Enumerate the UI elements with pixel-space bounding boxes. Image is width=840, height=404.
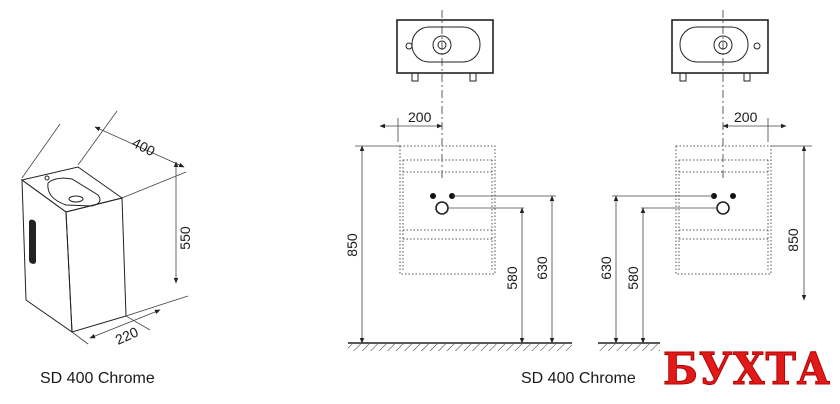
mid-total-height-label: 850: [344, 233, 360, 257]
basin-drain: [68, 195, 84, 203]
door-handle: [29, 219, 36, 264]
basin-plan-a: [396, 19, 494, 74]
iso-width-label: 400: [130, 134, 158, 159]
mid-drain-height-label: 580: [504, 266, 520, 290]
right-offset-label: 200: [734, 109, 758, 125]
front-view-b: 200 850 630 580: [598, 10, 812, 351]
cabinet-outline-a: [399, 145, 496, 275]
cabinet-side: [65, 197, 127, 333]
front-view-a: 200 850 580 630: [344, 10, 572, 351]
right-drain-height-label: 580: [625, 266, 641, 290]
right-total-height-label: 850: [785, 228, 801, 252]
caption-left: SD 400 Chrome: [40, 370, 155, 387]
iso-height-label: 550: [177, 226, 193, 250]
isometric-view: 400 550 220 SD 400 Chrome: [20, 110, 193, 387]
caption-right: SD 400 Chrome: [521, 370, 636, 387]
basin-plan-b: [671, 19, 769, 74]
mid-supply-height-label: 630: [534, 256, 550, 280]
basin-bowl: [47, 177, 101, 207]
watermark-logo: БУХТА: [663, 344, 831, 395]
right-supply-height-label: 630: [598, 256, 614, 280]
floor-hatch-a: [348, 344, 572, 351]
cabinet-outline-b: [675, 145, 772, 275]
floor-hatch-b: [598, 344, 660, 351]
tap-hole: [44, 175, 50, 181]
mid-offset-label: 200: [408, 109, 432, 125]
